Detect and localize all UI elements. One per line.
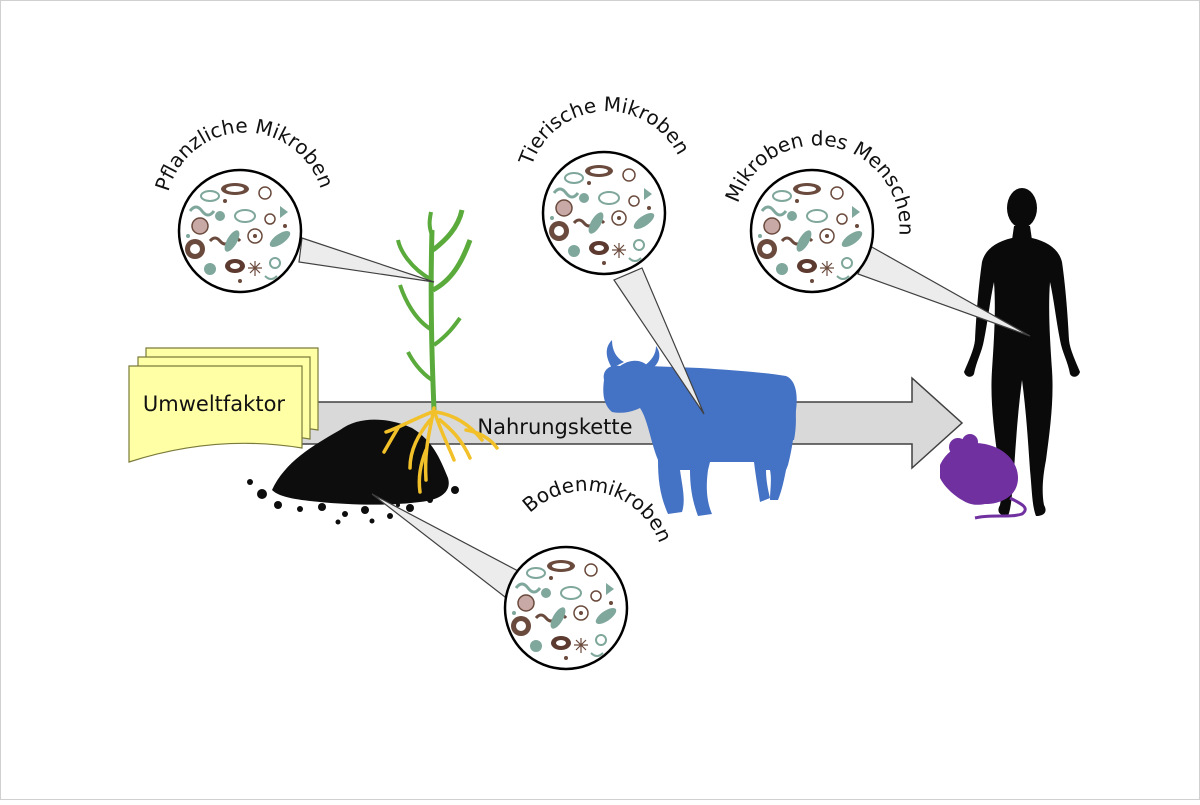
callout-tails (298, 237, 1031, 598)
plant-microbes-icon (179, 170, 301, 292)
food-chain-label: Nahrungskette (477, 415, 632, 439)
environmental-factor-label: Umweltfaktor (143, 392, 285, 416)
soil-microbes-icon (505, 547, 627, 669)
environmental-factor-document: Umweltfaktor (128, 347, 319, 463)
soil-microbes-label: Bodenmikroben (518, 472, 677, 546)
animal-microbes-icon (543, 152, 665, 274)
plant-icon (382, 209, 499, 494)
mouse-icon (940, 434, 1027, 520)
soil-icon (247, 419, 459, 525)
human-icon (964, 188, 1080, 516)
cow-icon (603, 340, 797, 516)
human-microbes-icon (751, 170, 873, 292)
